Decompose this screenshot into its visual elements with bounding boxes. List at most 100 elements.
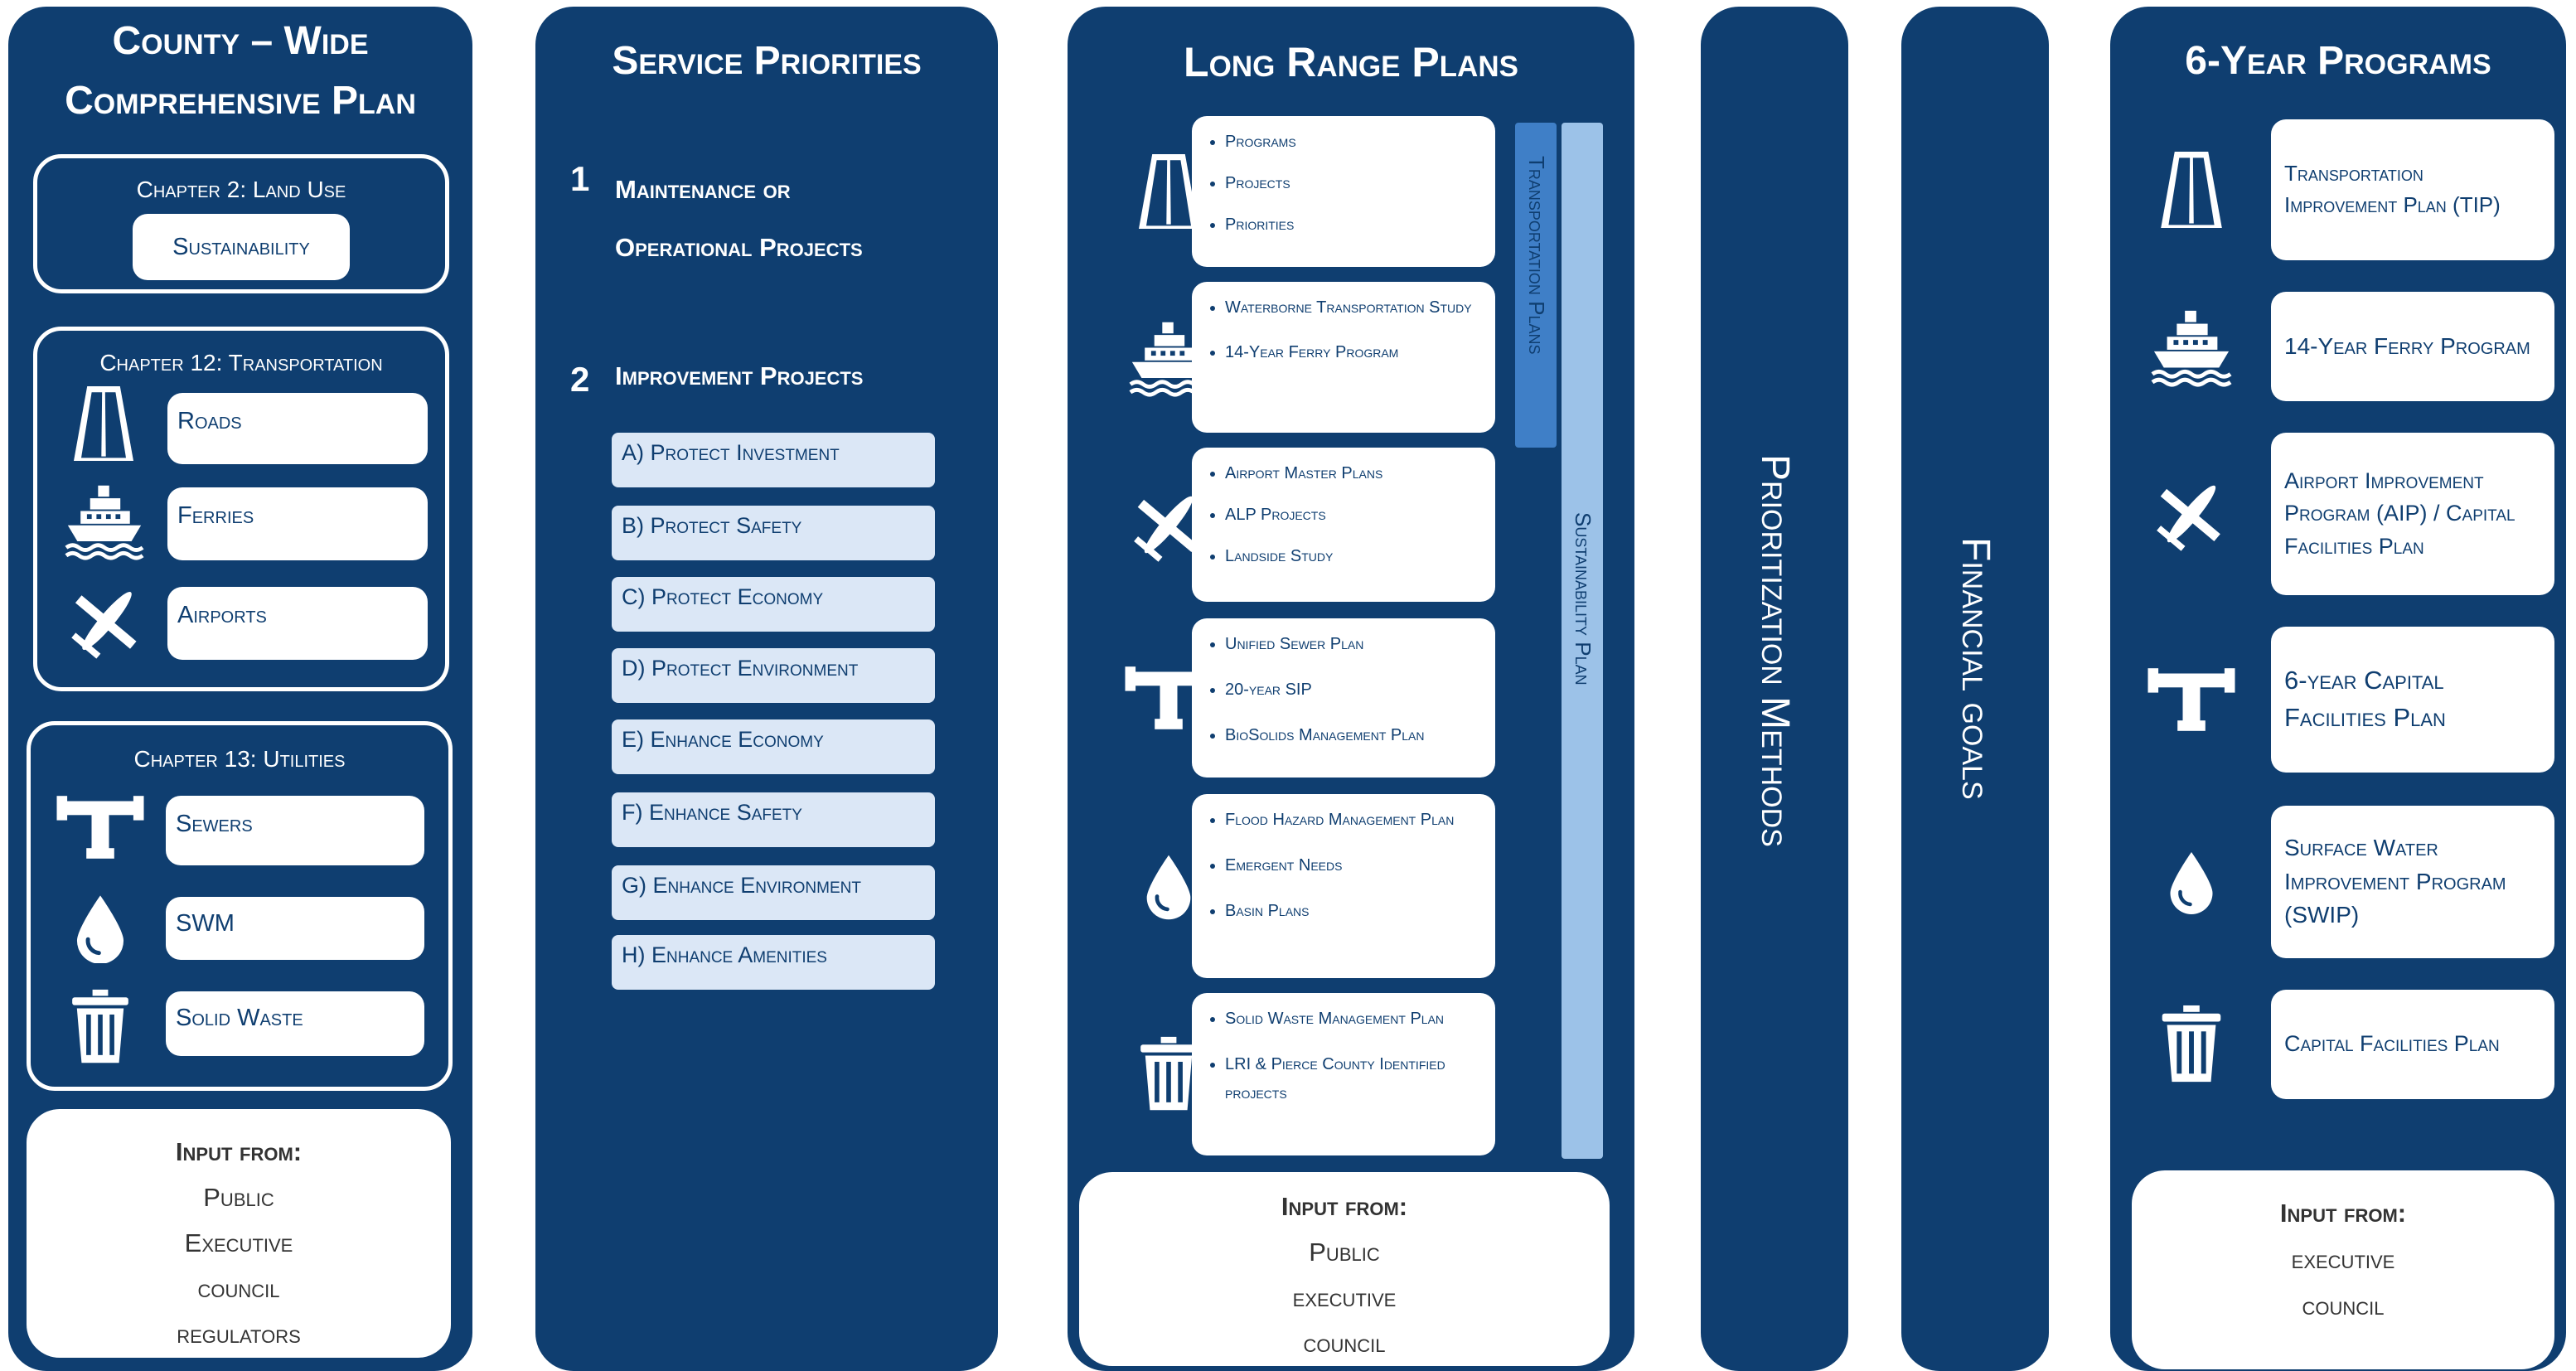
long-range-bullet: Waterborne Transportation Study	[1225, 293, 1487, 322]
road-icon	[68, 386, 139, 461]
chapter-2-box	[33, 154, 449, 293]
improvement-item: D) Protect Environment	[612, 648, 935, 703]
water-drop-icon	[73, 894, 128, 963]
six-year-program-label: Airport Improvement Program (AIP) / Capi…	[2284, 468, 2515, 559]
improvement-item: C) Protect Economy	[612, 577, 935, 632]
financial-goals-column: Financial goals	[1901, 7, 2049, 1371]
improvement-item: H) Enhance Amenities	[612, 935, 935, 990]
priority-1-label: Maintenance or Operational Projects	[615, 161, 863, 277]
six-year-program-box: 6-year Capital Facilities Plan	[2271, 627, 2554, 773]
long-range-bullet: Flood Hazard Management Plan	[1225, 806, 1487, 835]
long-range-bullet: Basin Plans	[1225, 897, 1487, 926]
long-range-bullet: 14-Year Ferry Program	[1225, 338, 1487, 367]
long-range-input-box: Input from: Public executive council	[1079, 1172, 1610, 1366]
trash-can-icon	[2158, 1004, 2225, 1085]
long-range-input-executive: executive	[1292, 1283, 1397, 1312]
long-range-plan-box: Solid Waste Management PlanLRI & Pierce …	[1192, 993, 1495, 1155]
ferry-icon	[2148, 306, 2235, 387]
long-range-bullet-list: Solid Waste Management PlanLRI & Pierce …	[1192, 1005, 1487, 1108]
title-line-1: County – Wide	[112, 19, 369, 63]
long-range-bullet-list: Waterborne Transportation Study 14-Year F…	[1192, 293, 1487, 367]
long-range-bullet-list: Flood Hazard Management PlanEmergent Nee…	[1192, 806, 1487, 926]
long-range-bullet: Unified Sewer Plan	[1225, 630, 1487, 659]
long-range-bullet-list: ProgramsProjectsPriorities	[1192, 128, 1487, 240]
roads-box: Roads	[167, 393, 428, 464]
transportation-plans-label: Transportation Plans	[1524, 156, 1549, 355]
priority-1-number: 1	[570, 159, 590, 198]
comprehensive-plan-column: County – Wide Comprehensive Plan Chapter…	[8, 7, 472, 1371]
six-year-program-label: Capital Facilities Plan	[2284, 1031, 2500, 1057]
water-drop-icon	[1143, 852, 1194, 920]
chapter-12-header: Chapter 12: Transportation	[99, 350, 383, 375]
solid-waste-box: Solid Waste	[166, 991, 424, 1056]
six-year-input-council: council	[2302, 1291, 2385, 1320]
long-range-plan-box: Unified Sewer Plan 20-year SIP BioSolids M…	[1192, 618, 1495, 778]
input-from-box: Input from: Public Executive council reg…	[27, 1109, 451, 1358]
long-range-bullet: Programs	[1225, 128, 1487, 157]
chapter-13-header: Chapter 13: Utilities	[133, 746, 346, 772]
six-year-programs-column: 6-Year Programs Input from: executive co…	[2110, 7, 2566, 1371]
sustainability-plan-bar: Sustainability Plan	[1562, 123, 1603, 1159]
long-range-bullet: 20-year SIP	[1225, 676, 1487, 705]
financial-goals-label: Financial goals	[1954, 537, 1997, 800]
six-year-programs-title: 6-Year Programs	[2185, 39, 2491, 83]
improvement-item: G) Enhance Environment	[612, 865, 935, 920]
input-from-title: Input from:	[175, 1137, 303, 1166]
service-priorities-column: Service Priorities 1 Maintenance or Oper…	[535, 7, 998, 1371]
long-range-bullet: Solid Waste Management Plan	[1225, 1005, 1487, 1034]
sustainability-plan-label: Sustainability Plan	[1571, 512, 1595, 686]
long-range-bullet: Priorities	[1225, 211, 1487, 240]
pipe-icon	[55, 792, 146, 862]
six-year-program-box: Capital Facilities Plan	[2271, 990, 2554, 1099]
priority-1-line-1: Maintenance or	[615, 175, 791, 204]
six-year-input-title: Input from:	[2279, 1199, 2407, 1228]
six-year-program-label: 14-Year Ferry Program	[2284, 332, 2530, 359]
long-range-bullet-list: Unified Sewer Plan 20-year SIP BioSolids M…	[1192, 630, 1487, 750]
input-public: Public	[203, 1183, 274, 1212]
long-range-input-council: council	[1303, 1329, 1386, 1358]
priority-1-line-2: Operational Projects	[615, 233, 863, 262]
long-range-plan-box: Waterborne Transportation Study 14-Year F…	[1192, 282, 1495, 433]
improvement-item: F) Enhance Safety	[612, 792, 935, 847]
improvement-item: B) Protect Safety	[612, 506, 935, 560]
input-regulators: regulators	[177, 1320, 301, 1349]
title-line-2: Comprehensive Plan	[65, 79, 416, 123]
long-range-plan-box: Airport Master PlansALP ProjectsLandside…	[1192, 448, 1495, 602]
transportation-plans-bar: Transportation Plans	[1515, 123, 1557, 448]
long-range-bullet: Projects	[1225, 169, 1487, 198]
six-year-program-label: Surface Water Improvement Program (SWIP)	[2284, 835, 2506, 928]
six-year-program-label: 6-year Capital Facilities Plan	[2284, 666, 2446, 732]
sewers-box: Sewers	[166, 796, 424, 865]
long-range-plans-column: Long Range Plans Transportation Plans Su…	[1068, 7, 1634, 1371]
long-range-bullet: ALP Projects	[1225, 501, 1487, 530]
six-year-program-box: Surface Water Improvement Program (SWIP)	[2271, 806, 2554, 958]
input-council: council	[197, 1274, 280, 1303]
six-year-program-label: Transportation Improvement Plan (TIP)	[2284, 161, 2501, 217]
long-range-bullet: Landside Study	[1225, 542, 1487, 571]
prioritization-methods-column: Prioritization Methods	[1701, 7, 1848, 1371]
airports-box: Airports	[167, 587, 428, 660]
long-range-bullet: BioSolids Management Plan	[1225, 721, 1487, 750]
priority-2-label: Improvement Projects	[615, 361, 864, 390]
six-year-input-executive: executive	[2291, 1245, 2395, 1274]
improvement-item: E) Enhance Economy	[612, 719, 935, 774]
long-range-plan-box: ProgramsProjectsPriorities	[1192, 116, 1495, 267]
long-range-input-public: Public	[1309, 1238, 1380, 1267]
service-priorities-title: Service Priorities	[612, 39, 922, 83]
long-range-bullet: LRI & Pierce County Identified projects	[1225, 1050, 1487, 1108]
airplane-icon	[66, 580, 148, 661]
six-year-program-box: 14-Year Ferry Program	[2271, 292, 2554, 401]
six-year-program-box: Airport Improvement Program (AIP) / Capi…	[2271, 433, 2554, 595]
water-drop-icon	[2167, 848, 2216, 916]
swm-box: SWM	[166, 897, 424, 960]
input-executive: Executive	[184, 1228, 293, 1257]
sustainability-box: Sustainability	[133, 214, 350, 280]
long-range-bullet-list: Airport Master PlansALP ProjectsLandside…	[1192, 459, 1487, 571]
improvement-item: A) Protect Investment	[612, 433, 935, 487]
ferries-box: Ferries	[167, 487, 428, 560]
chapter-12-box	[33, 327, 449, 691]
trash-can-icon	[66, 988, 134, 1066]
pipe-icon	[2146, 665, 2237, 734]
long-range-input-title: Input from:	[1281, 1192, 1408, 1221]
long-range-plans-title: Long Range Plans	[1184, 39, 1518, 85]
